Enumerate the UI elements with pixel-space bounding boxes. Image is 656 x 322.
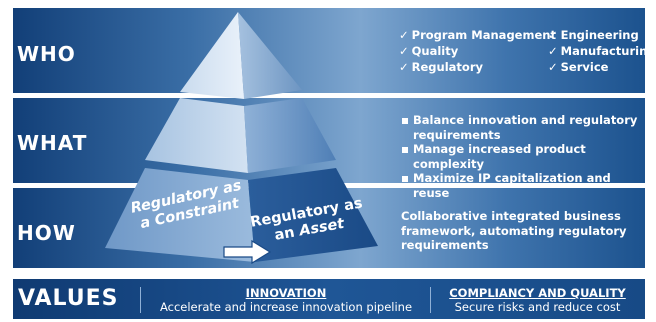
who-item: ✓Manufacturing xyxy=(548,44,656,58)
checkmark-icon: ✓ xyxy=(548,60,558,74)
what-label: WHAT xyxy=(17,131,88,155)
who-list-right: ✓Engineering ✓Manufacturing ✓Service xyxy=(548,27,656,75)
who-item: ✓Quality xyxy=(399,44,459,58)
who-label: WHO xyxy=(17,42,76,66)
how-description: Collaborative integrated business framew… xyxy=(401,209,627,252)
checkmark-icon: ✓ xyxy=(548,44,558,58)
value-innovation-title: INNOVATION xyxy=(245,286,327,300)
who-band xyxy=(13,8,645,93)
who-item: ✓Program Management xyxy=(399,28,556,42)
values-divider xyxy=(430,287,431,313)
what-item: Manage increased product complexity xyxy=(401,142,641,171)
square-bullet-icon xyxy=(402,176,408,182)
values-band xyxy=(13,279,645,319)
checkmark-icon: ✓ xyxy=(548,28,558,42)
checkmark-icon: ✓ xyxy=(399,44,409,58)
who-item: ✓Engineering xyxy=(548,28,639,42)
right-arrow-icon xyxy=(223,239,272,265)
value-innovation-description: Accelerate and increase innovation pipel… xyxy=(159,300,413,314)
square-bullet-icon xyxy=(402,118,408,124)
who-item: ✓Regulatory xyxy=(399,60,483,74)
checkmark-icon: ✓ xyxy=(399,60,409,74)
value-compliancy-title: COMPLIANCY AND QUALITY xyxy=(449,286,626,300)
how-label: HOW xyxy=(17,221,76,245)
what-list: Balance innovation and regulatory requir… xyxy=(401,113,641,200)
value-innovation: INNOVATION Accelerate and increase innov… xyxy=(150,286,422,314)
value-compliancy-description: Secure risks and reduce cost xyxy=(454,300,621,314)
value-compliancy: COMPLIANCY AND QUALITY Secure risks and … xyxy=(440,286,635,314)
who-list-left: ✓Program Management ✓Quality ✓Regulatory xyxy=(399,27,556,75)
values-divider xyxy=(140,287,141,313)
who-item: ✓Service xyxy=(548,60,609,74)
what-item: Balance innovation and regulatory requir… xyxy=(401,113,641,142)
checkmark-icon: ✓ xyxy=(399,28,409,42)
what-item: Maximize IP capitalization and reuse xyxy=(401,171,641,200)
values-label: VALUES xyxy=(18,286,119,311)
square-bullet-icon xyxy=(402,147,408,153)
